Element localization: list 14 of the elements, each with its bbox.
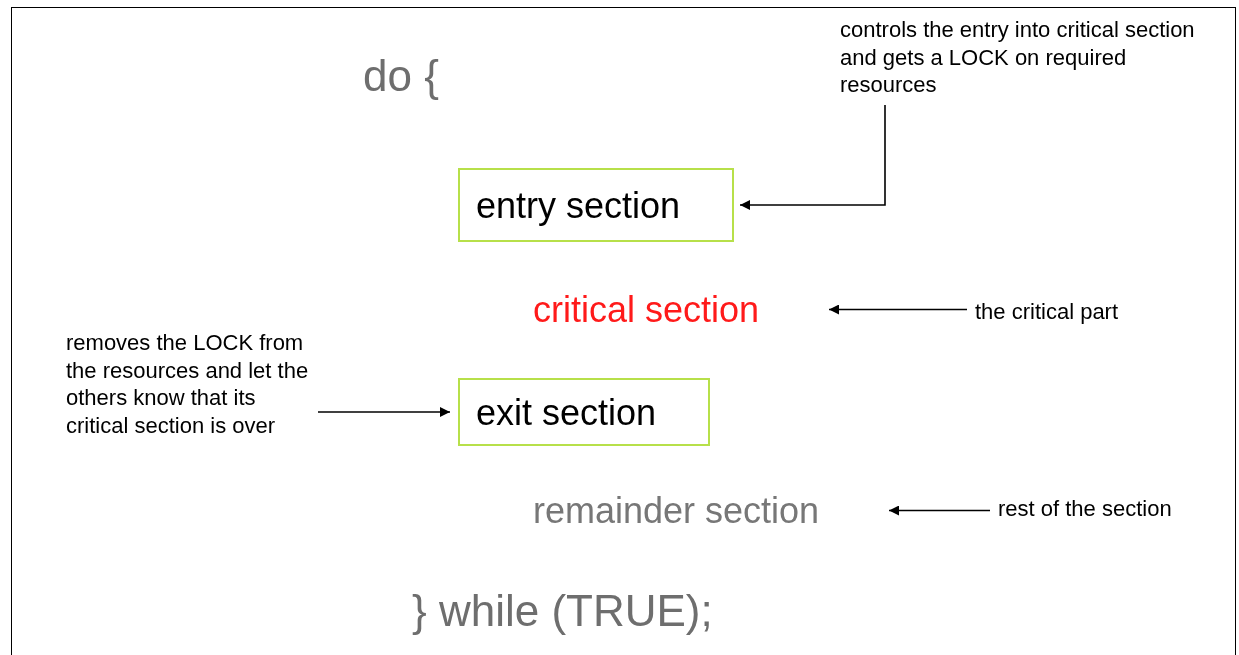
annotation-text: removes the LOCK from the resources and let the others know that its critical section is over: [66, 329, 316, 439]
section-label: critical section: [533, 287, 823, 332]
arrow: [828, 304, 968, 315]
section-box: exit section: [458, 378, 710, 446]
section-label: remainder section: [533, 488, 883, 533]
code-text: } while (TRUE);: [412, 586, 713, 636]
arrow: [739, 104, 886, 210]
annotation-text: the critical part: [975, 298, 1195, 326]
section-box: entry section: [458, 168, 734, 242]
code-text: do {: [363, 51, 439, 101]
annotation-text: controls the entry into critical section and gets a LOCK on required resources: [840, 16, 1220, 99]
arrow: [317, 407, 451, 417]
arrow: [888, 505, 991, 516]
annotation-text: rest of the section: [998, 495, 1228, 523]
